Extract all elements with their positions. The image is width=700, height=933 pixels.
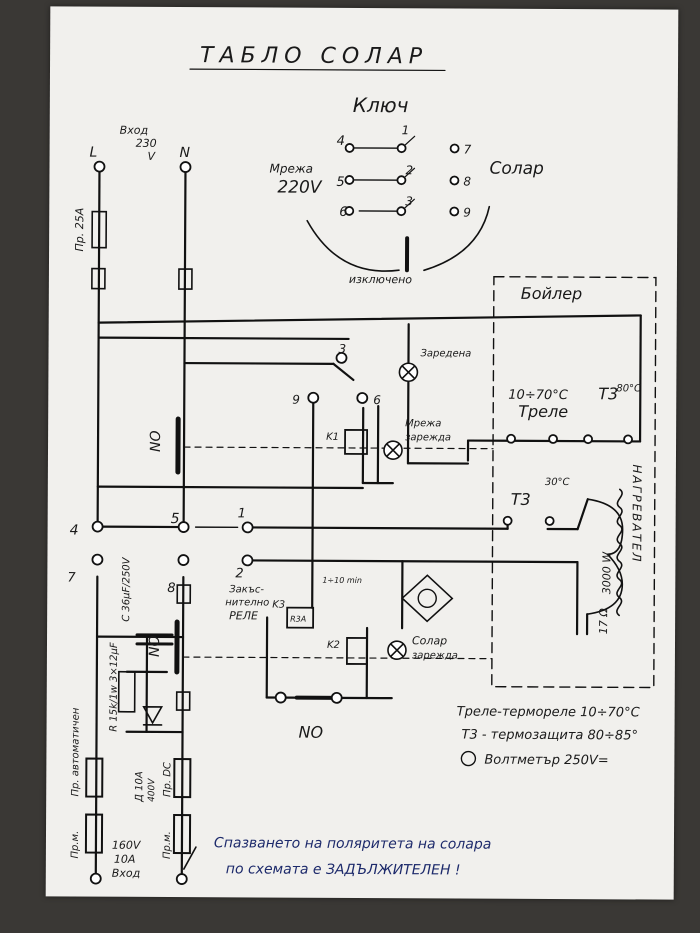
polarity-note-line-2: по схемата е ЗАДЪЛЖИТЕЛЕН ! [226,861,461,878]
terminal-7: 7 [67,570,76,585]
heater-resistance: 17 Ω [597,608,610,635]
mains-label: Мрежа [269,162,313,176]
fuse-auto-label: Пр. автоматичен [70,707,81,796]
switch-pos-1: 1 [402,123,410,137]
solar-charging-label-1: Солар [412,634,447,647]
switch-pos-2: 2 [405,163,413,177]
input-voltage-unit: V [148,150,157,163]
heater-power: 3000 W [600,551,613,595]
t3-2-temp: 30°C [545,477,570,488]
switch-pos-9: 9 [463,206,471,220]
t3-2-label: Т3 [511,490,531,509]
terminal-2: 2 [235,566,243,581]
relay-k2-label: K2 [327,640,340,651]
solar-charging-label-2: зарежда [412,650,458,661]
page-title: ТАБЛО СОЛАР [200,43,428,69]
thermo-label: Т3 [598,384,618,403]
thermo-temp: 80°C [616,383,641,394]
mains-charging-label-2: зарежда [405,432,451,443]
solar-input-current: 10A [114,853,136,866]
off-label: изключено [349,273,412,286]
terminal-8: 8 [167,581,175,596]
main-fuse-label: Пр. 25А [73,208,86,252]
terminal-6: 6 [373,393,381,407]
legend-line-3: Волтметър 250V= [484,753,608,769]
delay-relay-label-2: нително [225,597,269,608]
switch-pos-4: 4 [337,134,345,149]
heater-label: НАГРЕВАТЕЛ [629,464,644,563]
switch-pos-7: 7 [464,143,472,157]
switch-pos-3: 3 [405,194,413,208]
relay-k3-value: R3A [290,615,306,624]
mains-voltage-label: 220V [277,178,323,198]
terminal-4: 4 [70,522,79,538]
delay-relay-label-1: Закъс- [229,584,264,595]
relay-label: Треле [518,402,568,421]
pm-label-left: Пр.м. [70,831,81,859]
rc-component-label: R 15k/1w 3×12µF [109,642,120,732]
fuse-dc-label: Пр. DC [162,762,173,797]
switch-heading: Ключ [353,93,409,117]
input-voltage: 230 [136,137,157,150]
relay-k3-label: K3 [272,600,285,611]
l-label: L [90,145,98,161]
wiring-diagram: ТАБЛО СОЛАР Ключ Мрежа 220V Солар изключ… [67,43,657,885]
diode-voltage: 400V [147,778,157,802]
delay-relay-value: 1÷10 min [322,576,362,585]
paper-sheet: ТАБЛО СОЛАР Ключ Мрежа 220V Солар изключ… [45,6,679,900]
no-contact-bottom-label: NO [298,723,323,742]
n-label: N [180,145,191,161]
boiler-label: Бойлер [521,284,582,303]
switch-pos-8: 8 [463,175,471,189]
mains-charging-label-1: Мрежа [405,418,441,429]
switch-pos-5: 5 [336,175,344,190]
no-contact-left-label: NO [148,430,164,452]
input-label: Вход [120,124,148,137]
charged-indicator-label: Заредена [420,348,471,359]
pm-label-right: Пр.м. [162,831,173,859]
diode-label: Д 10A [134,771,145,803]
terminal-9: 9 [292,393,300,407]
solar-input-label: Вход [112,867,140,880]
terminal-3: 3 [339,342,347,356]
legend-line-1: Треле-термореле 10÷70°C [457,704,641,720]
terminal-5: 5 [171,511,180,527]
delay-relay-label-3: РЕЛЕ [229,609,258,622]
solar-input-voltage: 160V [112,839,142,852]
relay-range: 10÷70°C [508,388,569,403]
rc-component-label-2: C 36µF/250V [121,556,132,622]
switch-pos-6: 6 [339,205,347,220]
solar-label: Солар [489,159,544,179]
relay-k1-label: K1 [326,432,339,443]
polarity-note-line-1: Спазването на поляритета на солара [214,835,491,852]
no-contact-dc-label: NO [147,635,163,657]
terminal-1: 1 [238,506,246,521]
legend-line-2: Т3 - термозащита 80÷85° [461,728,638,744]
